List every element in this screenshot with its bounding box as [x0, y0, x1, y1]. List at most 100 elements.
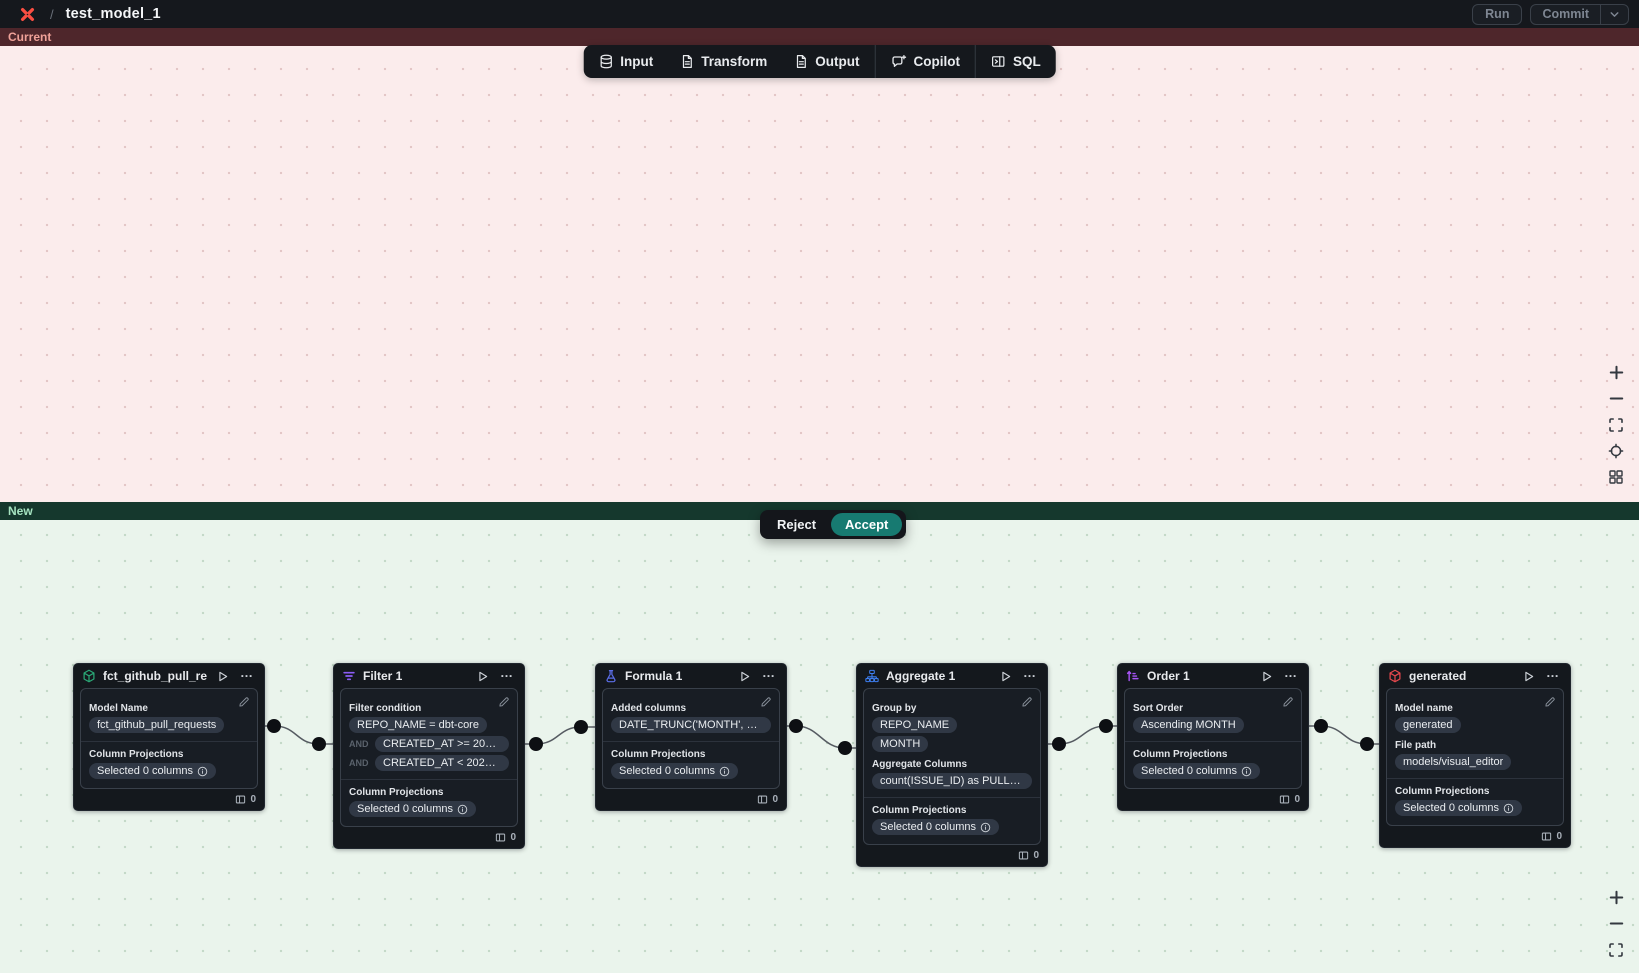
node-field-chip[interactable]: fct_github_pull_requests: [89, 717, 225, 733]
edit-node-button[interactable]: [1282, 696, 1294, 711]
node-field-chip[interactable]: count(ISSUE_ID) as PULL_REQUEST_…: [872, 773, 1032, 789]
current-canvas-controls: [1606, 364, 1626, 494]
new-canvas-controls: [1606, 889, 1626, 967]
commit-split-button[interactable]: Commit: [1530, 3, 1629, 25]
zoom-out-button[interactable]: [1606, 390, 1626, 410]
fit-view-button[interactable]: [1606, 941, 1626, 961]
reject-button[interactable]: Reject: [764, 513, 829, 536]
field-label: Sort Order: [1133, 703, 1184, 714]
node-field-chip[interactable]: Selected 0 columns: [89, 763, 216, 779]
node-field-chip[interactable]: REPO_NAME: [872, 717, 958, 733]
toolbar-item-label: Input: [620, 54, 654, 69]
edge-source-handle[interactable]: [267, 719, 281, 733]
run-node-button[interactable]: [1520, 670, 1537, 683]
locate-button[interactable]: [1606, 442, 1626, 462]
node-menu-button[interactable]: …: [498, 666, 516, 683]
node-field-chip[interactable]: Selected 0 columns: [349, 801, 476, 817]
node-field-chip[interactable]: MONTH: [872, 736, 929, 752]
node-field-chip[interactable]: Selected 0 columns: [872, 819, 999, 835]
node-menu-button[interactable]: …: [238, 666, 256, 683]
edge-target-handle[interactable]: [312, 737, 326, 751]
node-footer: 0: [857, 848, 1047, 866]
node-title: Formula 1: [625, 669, 683, 683]
info-icon[interactable]: [1241, 766, 1252, 777]
current-canvas[interactable]: [0, 46, 1639, 502]
node-field-chip[interactable]: CREATED_AT < 2025-03-01: [375, 755, 509, 771]
node-menu-button[interactable]: …: [760, 666, 778, 683]
grid-button[interactable]: [1606, 468, 1626, 488]
chip-text: count(ISSUE_ID) as PULL_REQUEST_…: [880, 775, 1024, 787]
edge-source-handle[interactable]: [529, 737, 543, 751]
info-icon[interactable]: [197, 766, 208, 777]
toolbar-item-output[interactable]: Output: [780, 45, 872, 78]
node-field-chip[interactable]: DATE_TRUNC('MONTH', CREATED_AT…: [611, 717, 771, 733]
body-divider: [864, 797, 1040, 798]
table-icon: [1018, 850, 1029, 861]
commit-button[interactable]: Commit: [1542, 7, 1589, 21]
edit-node-button[interactable]: [1544, 696, 1556, 711]
body-divider: [341, 779, 517, 780]
zoom-in-button[interactable]: [1606, 364, 1626, 384]
node-field-chip[interactable]: Ascending MONTH: [1133, 717, 1244, 733]
node-menu-button[interactable]: …: [1282, 666, 1300, 683]
edge-source-handle[interactable]: [1314, 719, 1328, 733]
fit-view-icon: [1608, 417, 1624, 436]
node-field-chip[interactable]: CREATED_AT >= 2024-12-01: [375, 736, 509, 752]
zoom-in-icon: [1608, 889, 1625, 909]
toolbar-item-transform[interactable]: Transform: [666, 45, 780, 78]
field-label: Aggregate Columns: [872, 759, 968, 770]
info-icon[interactable]: [980, 822, 991, 833]
run-node-button[interactable]: [474, 670, 491, 683]
node-field-chip[interactable]: Selected 0 columns: [1395, 800, 1522, 816]
chip-text: REPO_NAME: [880, 719, 950, 731]
info-icon[interactable]: [1503, 803, 1514, 814]
node-title: fct_github_pull_requests: [103, 669, 207, 683]
sql-panel-icon: [991, 54, 1006, 69]
chevron-down-icon[interactable]: [1601, 8, 1628, 21]
run-button[interactable]: Run: [1472, 3, 1523, 25]
edit-node-button[interactable]: [238, 696, 250, 711]
edit-node-button[interactable]: [1021, 696, 1033, 711]
toolbar-group: SQL: [976, 45, 1056, 78]
info-icon[interactable]: [719, 766, 730, 777]
node-header: generated…: [1380, 664, 1570, 687]
edge-source-handle[interactable]: [1052, 737, 1066, 751]
chip-text: Selected 0 columns: [619, 765, 715, 777]
node-row-count: 0: [510, 832, 516, 843]
zoom-out-button[interactable]: [1606, 915, 1626, 935]
node-field-chip[interactable]: generated: [1395, 717, 1461, 733]
run-node-button[interactable]: [1258, 670, 1275, 683]
run-node-button[interactable]: [997, 670, 1014, 683]
node-menu-button[interactable]: …: [1021, 666, 1039, 683]
accept-button[interactable]: Accept: [831, 513, 903, 536]
toolbar-item-input[interactable]: Input: [585, 45, 666, 78]
toolbar-item-sql[interactable]: SQL: [978, 45, 1054, 78]
node-field-chip[interactable]: Selected 0 columns: [611, 763, 738, 779]
run-node-button[interactable]: [214, 670, 231, 683]
run-node-button[interactable]: [736, 670, 753, 683]
node-field-chip[interactable]: models/visual_editor: [1395, 754, 1512, 770]
node-field-chip[interactable]: REPO_NAME = dbt-core: [349, 717, 487, 733]
zoom-in-button[interactable]: [1606, 889, 1626, 909]
toolbar-separator: [874, 45, 876, 78]
fit-view-button[interactable]: [1606, 416, 1626, 436]
edge-target-handle[interactable]: [1099, 719, 1113, 733]
edge-source-handle[interactable]: [789, 719, 803, 733]
node-menu-button[interactable]: …: [1544, 666, 1562, 683]
edge-target-handle[interactable]: [1360, 737, 1374, 751]
edit-node-button[interactable]: [498, 696, 510, 711]
info-icon[interactable]: [457, 804, 468, 815]
toolbar-item-copilot[interactable]: Copilot: [878, 45, 974, 78]
edge-target-handle[interactable]: [574, 720, 588, 734]
edit-node-button[interactable]: [760, 696, 772, 711]
node-field-chip[interactable]: Selected 0 columns: [1133, 763, 1260, 779]
node-fct-github-pull-requests[interactable]: fct_github_pull_requests…Model Namefct_g…: [73, 663, 265, 811]
edge-target-handle[interactable]: [838, 741, 852, 755]
